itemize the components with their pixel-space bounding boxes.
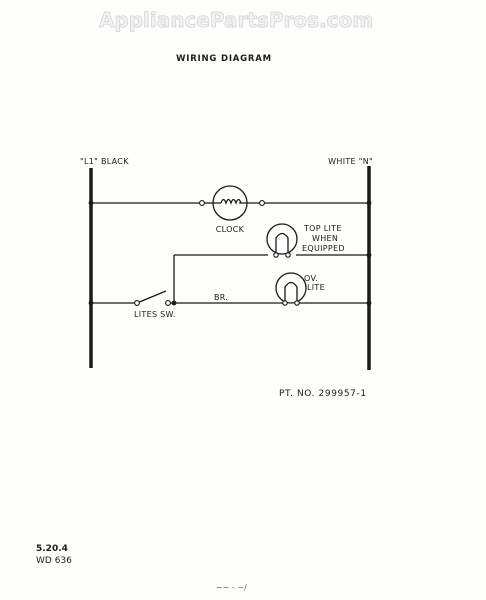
lites-switch-label: LITES SW. bbox=[134, 310, 176, 319]
top-lite-label-line3: EQUIPPED bbox=[302, 244, 345, 253]
switch-terminal-left bbox=[134, 300, 140, 306]
wd-number: WD 636 bbox=[36, 556, 72, 566]
diagram-title: WIRING DIAGRAM bbox=[176, 54, 272, 64]
clock-branch: CLOCK bbox=[88, 185, 372, 234]
oven-lite-branch: OV. LITE BR. LITES SW. bbox=[88, 272, 372, 319]
wire-br-label: BR. bbox=[214, 293, 228, 302]
top-lite-branch: TOP LITE WHEN EQUIPPED bbox=[173, 223, 372, 303]
section-number: 5.20.4 bbox=[36, 544, 68, 554]
watermark-text: AppliancePartsPros.com bbox=[99, 8, 373, 32]
top-lite-bulb-icon bbox=[266, 223, 298, 255]
oven-lite-bulb-icon bbox=[275, 272, 307, 304]
bottom-mark: ~~ - ~/ bbox=[216, 583, 247, 592]
oven-lite-label-line1: OV. bbox=[304, 274, 318, 283]
part-number: PT. NO. 299957-1 bbox=[279, 389, 367, 399]
clock-label: CLOCK bbox=[216, 225, 245, 234]
clock-coil-icon bbox=[220, 198, 242, 205]
top-lite-label-line2: WHEN bbox=[312, 234, 338, 243]
switch-terminal-right bbox=[165, 300, 171, 306]
oven-lite-label-line2: LITE bbox=[307, 283, 325, 292]
right-bus-label: WHITE "N" bbox=[328, 157, 373, 166]
lites-switch-blade bbox=[136, 290, 167, 304]
top-lite-label-line1: TOP LITE bbox=[303, 224, 342, 233]
left-bus-label: "L1" BLACK bbox=[80, 157, 129, 166]
